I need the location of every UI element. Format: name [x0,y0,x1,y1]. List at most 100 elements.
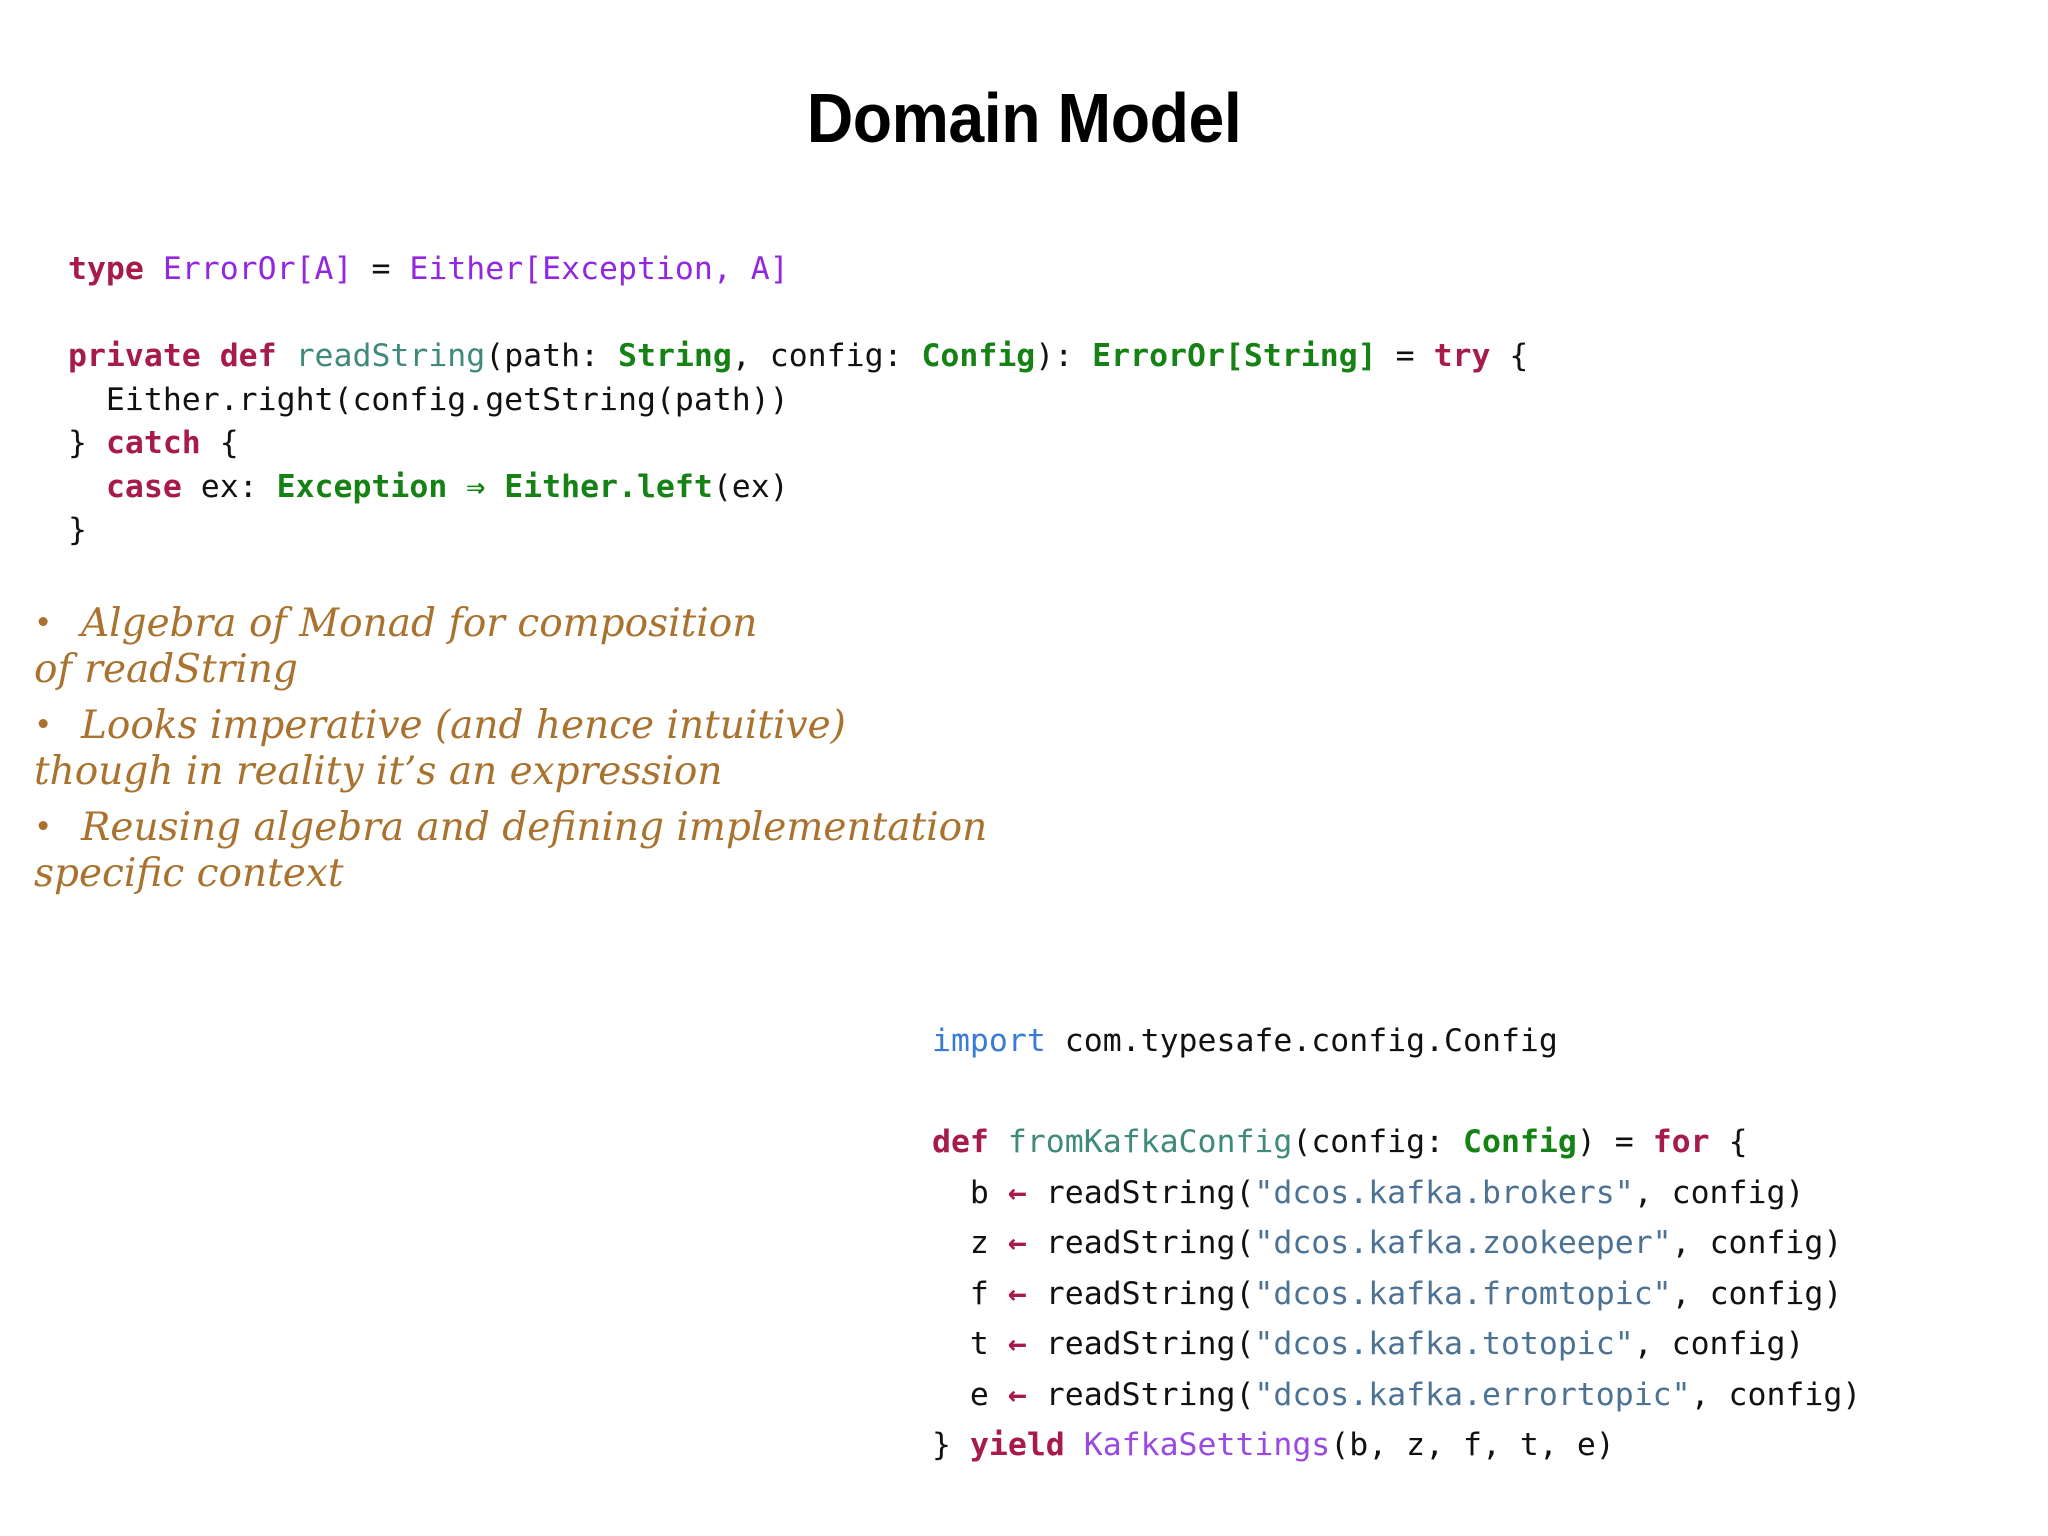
code-token: catch [105,425,201,461]
code-token: b [932,1174,1008,1211]
code-token: readString [295,338,486,374]
code-token: yield [969,1427,1065,1463]
code-token: Config [1463,1124,1577,1160]
code-token: "dcos.kafka.fromtopic" [1254,1275,1672,1312]
list-item: • Looks imperative (and hence intuitive)t… [34,702,1114,795]
code-line-bind-brokers: b ← readString("dcos.kafka.brokers", con… [932,1168,1861,1219]
code-token: ) = [1576,1124,1653,1160]
bullet-first-line: • Reusing algebra and defining implementa… [34,804,1114,851]
code-token: } [68,425,106,461]
code-token: = [1376,338,1434,374]
code-token: , config) [1671,1275,1843,1312]
code-token [144,251,163,287]
code-token: type [68,251,144,287]
bullet-dot-icon: • [34,809,53,845]
bullet-text: Looks imperative (and hence intuitive) [81,703,846,748]
code-line-catch-open: } catch { [68,422,1528,466]
bullet-wrap-text: though in reality it’s an expression [34,749,723,794]
code-token: f [932,1275,1008,1312]
code-token: } [68,512,87,548]
code-token: (path: [485,338,619,374]
code-token: def [932,1124,989,1160]
code-line-type-alias: type ErrorOr[A] = Either[Exception, A] [68,248,1528,292]
code-token: try [1433,338,1491,374]
code-token: t [932,1326,1008,1362]
code-token: } [932,1427,970,1463]
code-token: (config: [1292,1124,1464,1160]
code-line-bind-zookeeper: z ← readString("dcos.kafka.zookeeper", c… [932,1218,1861,1269]
code-line-bind-errortopic: e ← readString("dcos.kafka.errortopic", … [932,1370,1861,1421]
code-token: readString( [1026,1275,1255,1312]
code-token: "dcos.kafka.zookeeper" [1254,1225,1672,1261]
code-line-bind-totopic: t ← readString("dcos.kafka.totopic", con… [932,1319,1861,1370]
code-token: String [618,338,732,374]
code-token: readString( [1026,1376,1255,1413]
code-line-bind-fromtopic: f ← readString("dcos.kafka.fromtopic", c… [932,1269,1861,1320]
code-token [485,469,504,505]
code-token: , config) [1671,1225,1843,1261]
code-line-blank-1 [68,292,1528,336]
code-token: readString( [1026,1225,1255,1261]
code-line-blank-2 [932,1067,1861,1118]
code-token: Either[Exception, A] [409,251,789,287]
bullet-text: Algebra of Monad for composition [81,601,758,646]
bullet-wrap-text: specific context [34,851,344,896]
page-title: Domain Model [806,79,1242,157]
code-token: KafkaSettings [1083,1427,1331,1463]
code-token: Either.right(config.getString(path)) [68,381,789,418]
code-token: private def [68,338,277,374]
code-token: readString( [1026,1326,1255,1362]
bullet-text: Reusing algebra and defining implementat… [81,805,988,850]
code-token: ← [1007,1326,1027,1362]
code-token: import [932,1023,1046,1059]
code-token: ← [1007,1376,1027,1413]
code-token: "dcos.kafka.totopic" [1254,1326,1634,1362]
code-token: ← [1007,1225,1027,1261]
code-token: , config) [1690,1376,1862,1413]
code-token: fromKafkaConfig [1007,1124,1293,1160]
code-token: ← [1007,1174,1027,1211]
code-line-yield-kafkasettings: } yield KafkaSettings(b, z, f, t, e) [932,1420,1861,1471]
code-token: z [932,1225,1008,1261]
code-line-def-fromkafkaconfig: def fromKafkaConfig(config: Config) = fo… [932,1117,1861,1168]
code-token: { [200,425,239,461]
code-token: Exception [276,468,448,505]
code-token [932,1074,951,1110]
code-token: { [1709,1124,1748,1160]
code-token: com.typesafe.config.Config [1045,1023,1558,1059]
bullet-wrap-text: of readString [34,647,298,692]
code-line-case-exception: case ex: Exception ⇒ Either.left(ex) [68,466,1528,510]
code-token: case [105,468,182,505]
code-token: e [932,1376,1008,1413]
code-token: { [1490,338,1529,374]
bullet-first-line: • Looks imperative (and hence intuitive) [34,702,1114,749]
code-block-fromkafkaconfig: import com.typesafe.config.Config def fr… [932,1016,1861,1471]
code-token: "dcos.kafka.brokers" [1254,1174,1634,1211]
code-token: (ex) [712,468,789,505]
bullet-dot-icon: • [34,605,53,641]
code-line-either-right: Either.right(config.getString(path)) [68,379,1528,423]
code-token: "dcos.kafka.errortopic" [1254,1376,1691,1413]
code-token: Either.left [504,468,713,505]
code-token: = [352,251,410,287]
bullet-dot-icon: • [34,707,53,743]
code-token: , config: [731,338,922,374]
code-token: ErrorOr[String] [1092,338,1377,374]
code-token: for [1652,1124,1710,1160]
code-token [447,469,466,505]
code-token: Config [921,338,1036,374]
code-token: ex: [181,468,277,505]
list-item: • Reusing algebra and defining implementa… [34,804,1114,897]
code-token [277,338,296,374]
code-token: , config) [1633,1326,1805,1362]
bullet-first-line: • Algebra of Monad for composition [34,600,1114,647]
code-token: ErrorOr[A] [162,251,353,287]
code-token: ): [1035,338,1093,374]
code-token: ⇒ [466,468,486,505]
code-token: ← [1007,1275,1027,1312]
code-token: readString( [1026,1174,1255,1211]
code-token [1065,1427,1084,1463]
code-line-close-brace: } [68,509,1528,553]
